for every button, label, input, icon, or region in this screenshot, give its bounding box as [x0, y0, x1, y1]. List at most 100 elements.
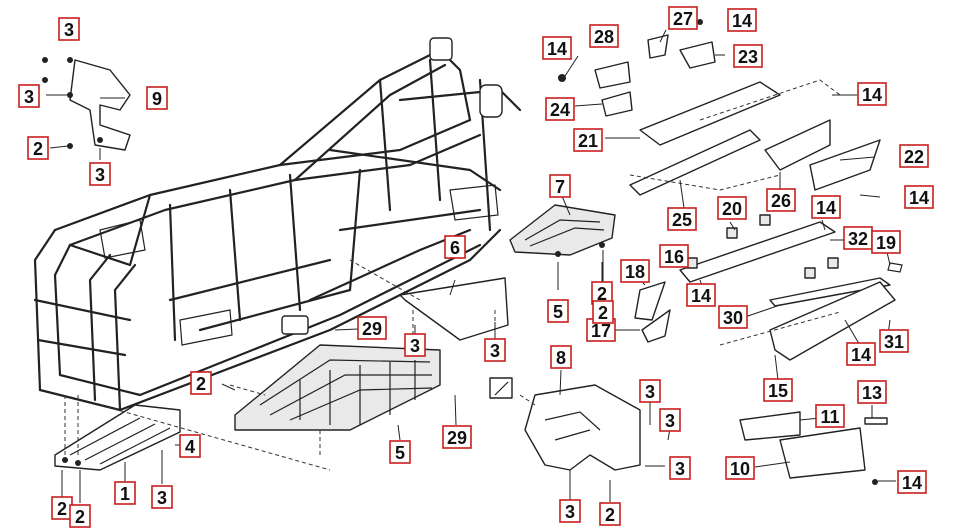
callout-number: 3 — [95, 165, 105, 185]
callout-c3-fender-a: 3 — [639, 379, 661, 403]
callout-c16: 16 — [659, 244, 689, 268]
callout-number: 28 — [594, 27, 614, 47]
callout-number: 3 — [675, 459, 685, 479]
callout-c14-top: 14 — [727, 8, 757, 32]
callout-box — [545, 97, 575, 121]
callout-box — [151, 485, 173, 509]
callout-c14-mid: 14 — [686, 283, 716, 307]
callout-box — [899, 144, 929, 168]
callout-c3-left-b: 3 — [89, 162, 111, 186]
callout-c2-plate: 2 — [592, 300, 614, 324]
callout-number: 7 — [555, 177, 565, 197]
callout-box — [444, 235, 466, 259]
shield-parts-21-22-25-26 — [629, 79, 881, 196]
callout-c14-rail: 14 — [811, 195, 841, 219]
callout-number: 2 — [605, 505, 615, 525]
callout-box — [404, 333, 426, 357]
callout-box — [357, 316, 387, 340]
callout-c2-bolt: 2 — [190, 371, 212, 395]
callout-box — [718, 305, 748, 329]
callout-c9: 9 — [146, 86, 168, 110]
callout-box — [686, 283, 716, 307]
callout-box — [442, 425, 472, 449]
fender-part-8 — [489, 377, 641, 471]
callout-c31: 31 — [879, 329, 909, 353]
callout-c14-right-a: 14 — [857, 82, 887, 106]
callout-number: 5 — [395, 443, 405, 463]
callout-number: 24 — [550, 100, 570, 120]
callout-number: 29 — [447, 428, 467, 448]
callout-c1: 1 — [114, 481, 136, 505]
callout-box — [669, 456, 691, 480]
guard-parts-17-18 — [634, 281, 671, 343]
callout-c3-mid-b: 3 — [484, 338, 506, 362]
callout-number: 2 — [75, 507, 85, 527]
callout-box — [190, 371, 212, 395]
callout-c14-bottom: 14 — [897, 470, 927, 494]
callout-box — [69, 504, 91, 528]
callout-number: 15 — [768, 381, 788, 401]
skid-plate-part-5 — [229, 344, 441, 455]
callout-c32: 32 — [843, 226, 873, 250]
callout-box — [725, 456, 755, 480]
callout-c2-left: 2 — [27, 136, 49, 160]
panel-part-6 — [349, 259, 509, 341]
callout-c3-bottom: 3 — [559, 499, 581, 523]
callout-number: 14 — [862, 85, 882, 105]
callout-box — [727, 8, 757, 32]
callout-c7: 7 — [549, 174, 571, 198]
callout-number: 25 — [672, 210, 692, 230]
callout-box — [897, 470, 927, 494]
panel-parts-10-11-13 — [739, 262, 903, 485]
callout-number: 14 — [547, 39, 567, 59]
callout-box — [668, 6, 698, 30]
callout-box — [547, 299, 569, 323]
callout-box — [857, 380, 887, 404]
callout-box — [573, 128, 603, 152]
callout-number: 4 — [185, 437, 195, 457]
callout-box — [904, 185, 934, 209]
callout-number: 14 — [732, 11, 752, 31]
callout-c10: 10 — [725, 456, 755, 480]
callout-number: 3 — [645, 382, 655, 402]
chassis-frame — [33, 37, 522, 412]
callout-c29-mid: 29 — [357, 316, 387, 340]
callout-c6: 6 — [444, 235, 466, 259]
callout-number: 27 — [673, 9, 693, 29]
callout-number: 3 — [665, 411, 675, 431]
callout-c2-bottom-c: 2 — [599, 502, 621, 526]
callout-c3-left-a: 3 — [18, 84, 40, 108]
callout-number: 13 — [862, 383, 882, 403]
callout-number: 32 — [848, 229, 868, 249]
callout-number: 3 — [490, 341, 500, 361]
callout-box — [58, 17, 80, 41]
callout-box — [871, 230, 901, 254]
callout-c24: 24 — [545, 97, 575, 121]
callout-number: 14 — [851, 345, 871, 365]
callout-c13: 13 — [857, 380, 887, 404]
callout-c5-bolt: 5 — [547, 299, 569, 323]
callout-number: 5 — [553, 302, 563, 322]
callout-box — [592, 300, 614, 324]
callout-box — [89, 162, 111, 186]
callout-c23: 23 — [733, 44, 763, 68]
callout-number: 19 — [876, 233, 896, 253]
callout-number: 3 — [64, 20, 74, 40]
callout-number: 2 — [597, 284, 607, 304]
callout-c8: 8 — [550, 345, 572, 369]
callout-number: 2 — [598, 303, 608, 323]
callout-number: 3 — [410, 336, 420, 356]
callout-c20: 20 — [717, 196, 747, 220]
callout-box — [733, 44, 763, 68]
bracket-part-9 — [42, 57, 131, 151]
callout-c14-lower: 14 — [846, 342, 876, 366]
callout-box — [811, 195, 841, 219]
callout-box — [717, 196, 747, 220]
callout-box — [879, 329, 909, 353]
callout-box — [766, 188, 796, 212]
callout-number: 14 — [691, 286, 711, 306]
callout-box — [559, 499, 581, 523]
callout-number: 2 — [57, 499, 67, 519]
callout-box — [659, 244, 689, 268]
